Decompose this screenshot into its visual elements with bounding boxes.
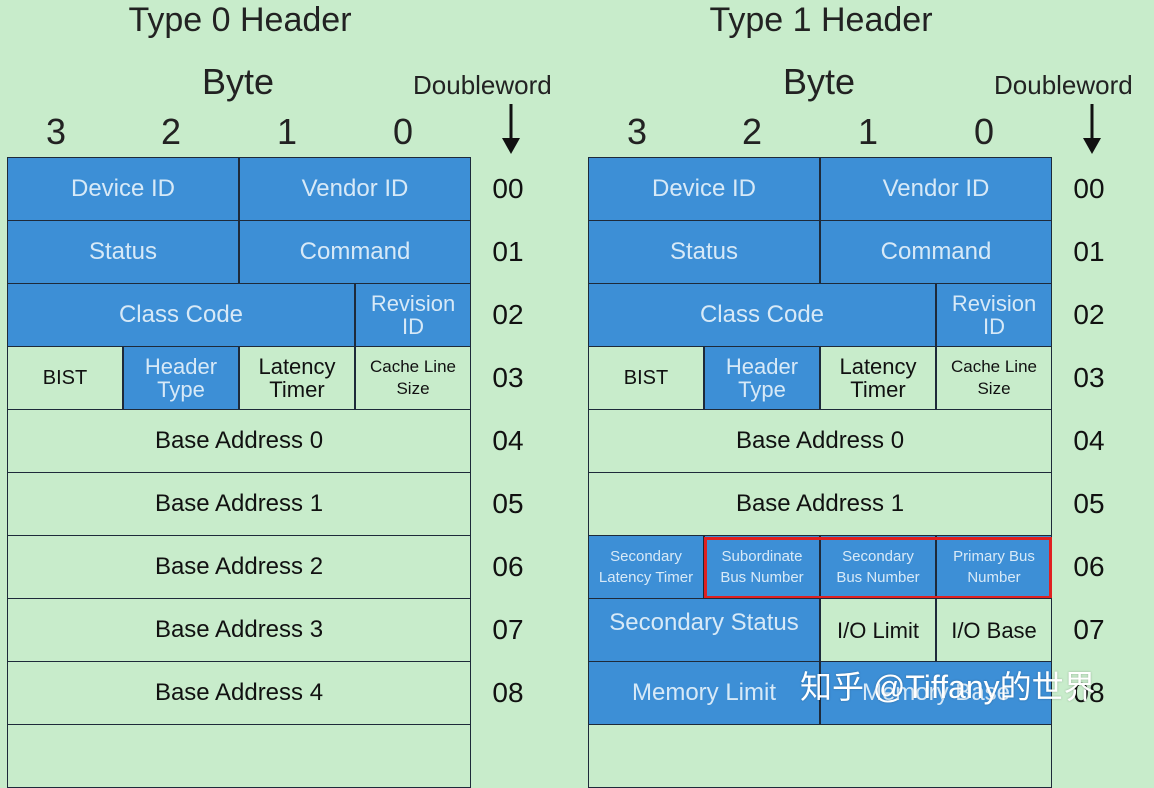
- header-type-cell: Header Type: [123, 346, 239, 410]
- memory-base-cell: Memory Base: [820, 661, 1052, 725]
- byte-number-1: 1: [857, 111, 879, 152]
- io-base-cell: I/O Base: [936, 598, 1052, 662]
- base-address-2-cell: Base Address 2: [7, 535, 471, 599]
- status-cell: Status: [588, 220, 820, 284]
- dw-number: 05: [1073, 488, 1105, 519]
- vendor-id-cell: Vendor ID: [239, 157, 471, 221]
- latency-timer-cell: Latency Timer: [239, 346, 355, 410]
- byte-number-2: 2: [160, 111, 182, 152]
- bist-cell: BIST: [7, 346, 123, 410]
- dw-number: 04: [1073, 425, 1105, 456]
- vendor-id-cell: Vendor ID: [820, 157, 1052, 221]
- dw-number: 00: [492, 173, 524, 204]
- dw-number: 06: [1073, 551, 1105, 582]
- dw-number: 00: [1073, 173, 1105, 204]
- command-cell: Command: [820, 220, 1052, 284]
- down-arrow-icon: [1083, 104, 1101, 154]
- dw-number: 03: [1073, 362, 1105, 393]
- revision-id-cell: Revision ID: [355, 283, 471, 347]
- io-limit-cell: I/O Limit: [820, 598, 936, 662]
- byte-number-2: 2: [741, 111, 763, 152]
- doubleword-label: Doubleword: [994, 70, 1133, 100]
- dw-number: 03: [492, 362, 524, 393]
- base-address-1-cell: Base Address 1: [7, 472, 471, 536]
- base-address-0-cell: Base Address 0: [588, 409, 1052, 473]
- byte-number-0: 0: [973, 111, 995, 152]
- dw-number: 05: [492, 488, 524, 519]
- byte-label: Byte: [782, 61, 856, 102]
- status-cell: Status: [7, 220, 239, 284]
- type0-panel: Type 0 Header Byte Doubleword 3 2 1 0 De…: [0, 0, 577, 788]
- type1-panel: Type 1 Header Byte Doubleword 3 2 1 0 De…: [581, 0, 1154, 788]
- dw-number: 07: [492, 614, 524, 645]
- dw-number: 07: [1073, 614, 1105, 645]
- base-address-0-cell: Base Address 0: [7, 409, 471, 473]
- down-arrow-icon: [502, 104, 520, 154]
- byte-number-3: 3: [626, 111, 648, 152]
- type0-title: Type 0 Header: [128, 1, 352, 39]
- class-code-cell: Class Code: [588, 283, 936, 347]
- device-id-cell: Device ID: [7, 157, 239, 221]
- byte-number-0: 0: [392, 111, 414, 152]
- dw-number: 02: [1073, 299, 1105, 330]
- bist-cell: BIST: [588, 346, 704, 410]
- memory-limit-cell: Memory Limit: [588, 661, 820, 725]
- doubleword-label: Doubleword: [413, 70, 552, 100]
- type0-register-table: Device ID Vendor ID Status Command Class…: [7, 157, 471, 788]
- dw-number: 01: [492, 236, 524, 267]
- primary-bus-number-cell: Primary Bus Number: [936, 535, 1052, 599]
- dw-number: 08: [492, 677, 524, 708]
- secondary-latency-timer-cell: Secondary Latency Timer: [588, 535, 704, 599]
- cache-line-size-cell: Cache Line Size: [355, 346, 471, 410]
- latency-timer-cell: Latency Timer: [820, 346, 936, 410]
- device-id-cell: Device ID: [588, 157, 820, 221]
- type1-register-table: Device ID Vendor ID Status Command Class…: [588, 157, 1052, 788]
- class-code-cell: Class Code: [7, 283, 355, 347]
- dw-number: 02: [492, 299, 524, 330]
- dw-number: 04: [492, 425, 524, 456]
- base-address-4-cell: Base Address 4: [7, 661, 471, 725]
- base-address-1-cell: Base Address 1: [588, 472, 1052, 536]
- byte-label: Byte: [201, 61, 275, 102]
- bus-number-highlight: [704, 537, 1052, 599]
- header-type-cell: Header Type: [704, 346, 820, 410]
- byte-number-3: 3: [45, 111, 67, 152]
- command-cell: Command: [239, 220, 471, 284]
- type1-title: Type 1 Header: [709, 1, 933, 39]
- base-address-3-cell: Base Address 3: [7, 598, 471, 662]
- secondary-bus-number-cell: Secondary Bus Number: [820, 535, 936, 599]
- cache-line-size-cell: Cache Line Size: [936, 346, 1052, 410]
- dw-number: 08: [1073, 677, 1105, 708]
- secondary-status-cell: Secondary Status: [588, 598, 820, 662]
- watermark: 知乎 @Tiffany的世界: [800, 669, 1096, 705]
- byte-number-1: 1: [276, 111, 298, 152]
- dw-number: 06: [492, 551, 524, 582]
- revision-id-cell: Revision ID: [936, 283, 1052, 347]
- dw-number: 01: [1073, 236, 1105, 267]
